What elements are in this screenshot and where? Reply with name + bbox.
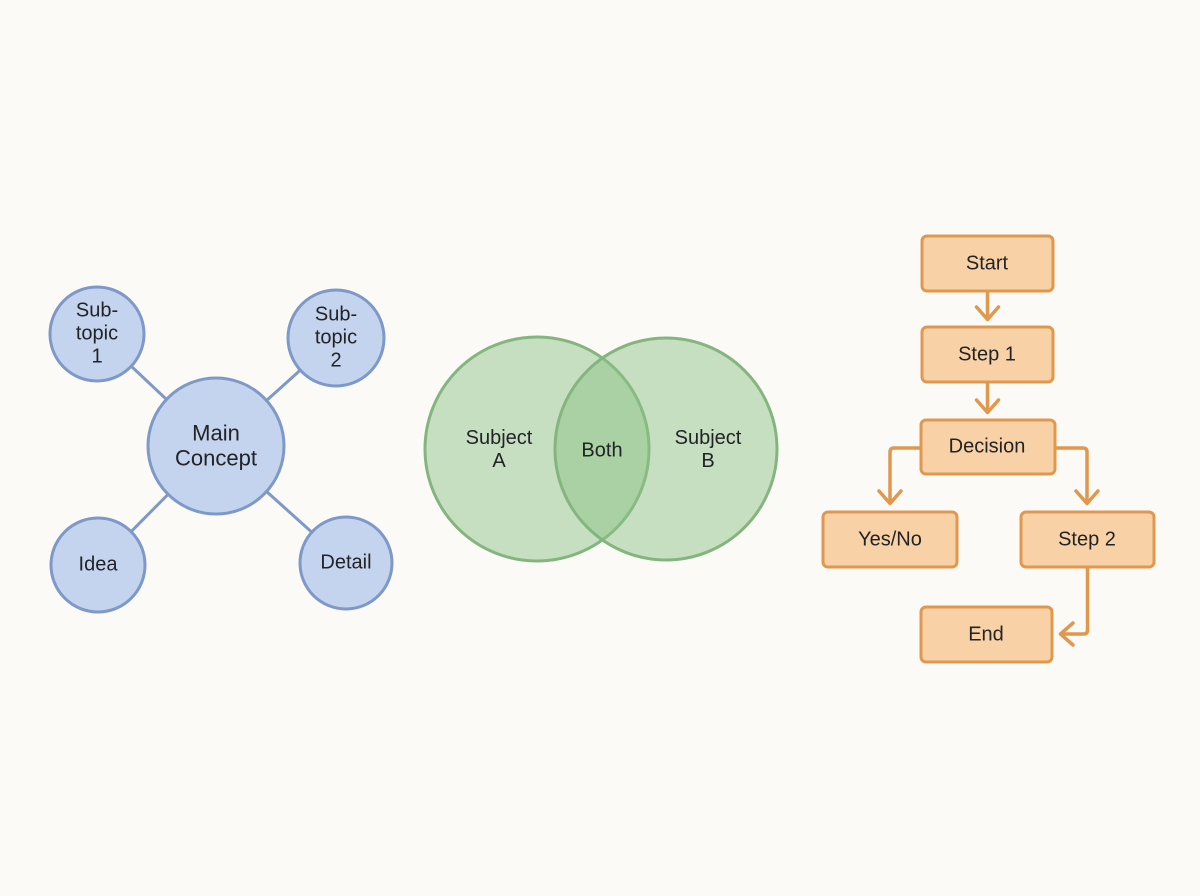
flow-connector-decision-yesno [888, 446, 923, 503]
flow-node-start [920, 234, 1055, 293]
flow-connector-decision-step2 [1053, 446, 1089, 503]
flowchart [821, 234, 1156, 664]
venn-diagram [423, 335, 779, 563]
mindmap-node-subtopic-1 [48, 285, 146, 383]
flow-node-step-1 [920, 325, 1055, 384]
mindmap-node-subtopic-2 [286, 288, 386, 388]
flow-arrowhead-step1-decision [974, 398, 1001, 415]
mindmap-center-circle [146, 376, 286, 516]
mindmap [48, 285, 394, 614]
flow-arrowhead-decision-step2 [1074, 489, 1100, 506]
venn-circle-subject-b [553, 336, 779, 562]
flow-arrowhead-start-step1 [974, 305, 1001, 322]
flow-node-end [919, 605, 1054, 664]
flow-node-decision [919, 418, 1057, 476]
venn-circle-subject-a [423, 335, 651, 563]
flow-node-step-2 [1019, 510, 1156, 569]
mindmap-node-detail [298, 515, 394, 611]
flow-arrowhead-decision-yesno [877, 489, 903, 506]
flow-node-yes-no [821, 510, 959, 569]
mindmap-node-idea [49, 516, 147, 614]
flow-connector-step2-end [1061, 566, 1090, 636]
flow-arrowhead-step2-end [1058, 621, 1075, 647]
